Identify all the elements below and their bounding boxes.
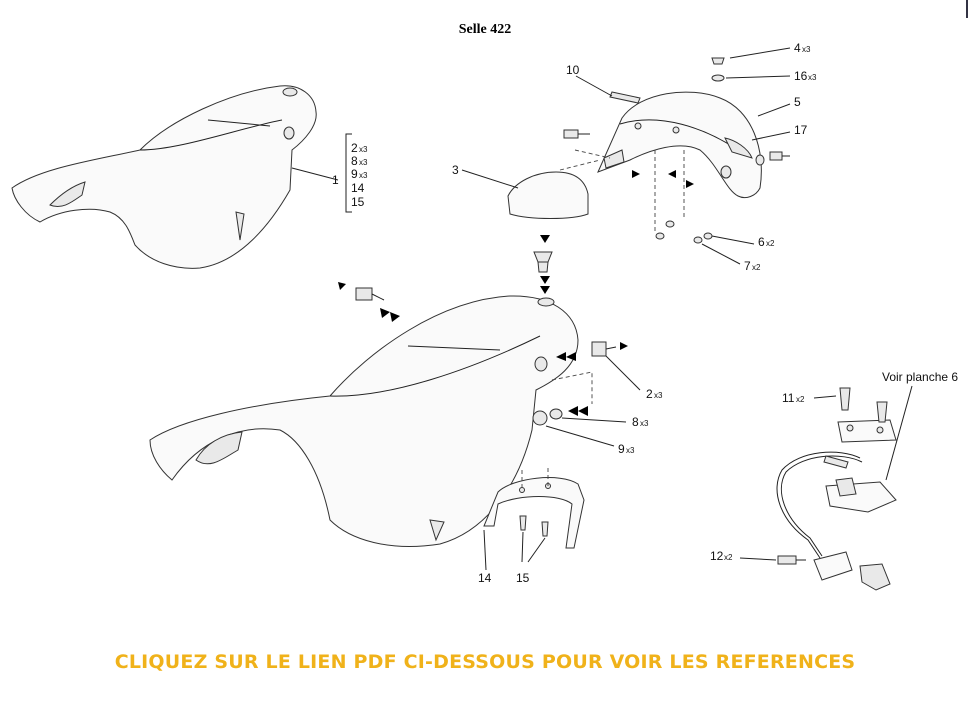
cowl-pad	[507, 171, 589, 219]
svg-text:x3: x3	[802, 45, 811, 54]
edge-marker	[966, 0, 968, 18]
callout-10: 10	[566, 63, 580, 77]
kit-item-2: 2	[351, 141, 358, 155]
svg-text:x2: x2	[766, 239, 775, 248]
callout-14: 14	[478, 571, 492, 585]
callout-6: 6	[758, 235, 765, 249]
callout-11: 11	[782, 391, 795, 405]
seat-assembly-small	[11, 85, 339, 269]
callout-12: 12	[710, 549, 724, 563]
callout-1: 1	[332, 173, 339, 187]
callout-4: 4	[794, 41, 801, 55]
callout-7: 7	[744, 259, 751, 273]
svg-text:x3: x3	[640, 419, 649, 428]
kit-item-9: 9	[351, 167, 358, 181]
exploded-parts-diagram: 2 x3 8 x3 9 x3 14 15 1	[11, 41, 958, 591]
cowl-hardware	[559, 57, 790, 244]
callout-15: 15	[516, 571, 530, 585]
kit-list: 2 x3 8 x3 9 x3 14 15	[345, 133, 368, 213]
svg-text:x3: x3	[654, 391, 663, 400]
callout-5: 5	[794, 95, 801, 109]
kit-item-14: 14	[351, 181, 365, 195]
callout-3: 3	[452, 163, 459, 177]
svg-text:x3: x3	[626, 446, 635, 455]
svg-text:x2: x2	[796, 395, 805, 404]
main-seat-hardware	[338, 235, 628, 426]
callout-17: 17	[794, 123, 808, 137]
callout-16: 16	[794, 69, 808, 83]
page-title: Selle 422	[458, 22, 512, 37]
callout-8: 8	[632, 415, 639, 429]
svg-text:x3: x3	[359, 171, 368, 180]
seat-assembly-main	[149, 295, 579, 547]
kit-item-8: 8	[351, 154, 358, 168]
svg-text:x2: x2	[752, 263, 761, 272]
seat-cowl	[597, 91, 762, 199]
reference-note: Voir planche 6	[882, 370, 958, 384]
callout-9: 9	[618, 442, 625, 456]
svg-text:x3: x3	[359, 145, 368, 154]
seat-bracket	[483, 468, 585, 549]
callout-2: 2	[646, 387, 653, 401]
seat-lock-mechanism	[776, 387, 897, 591]
kit-item-15: 15	[351, 195, 365, 209]
svg-text:x2: x2	[724, 553, 733, 562]
pdf-link-instruction[interactable]: CLIQUEZ SUR LE LIEN PDF CI-DESSOUS POUR …	[114, 651, 856, 673]
svg-text:x3: x3	[808, 73, 817, 82]
svg-text:x3: x3	[359, 158, 368, 167]
